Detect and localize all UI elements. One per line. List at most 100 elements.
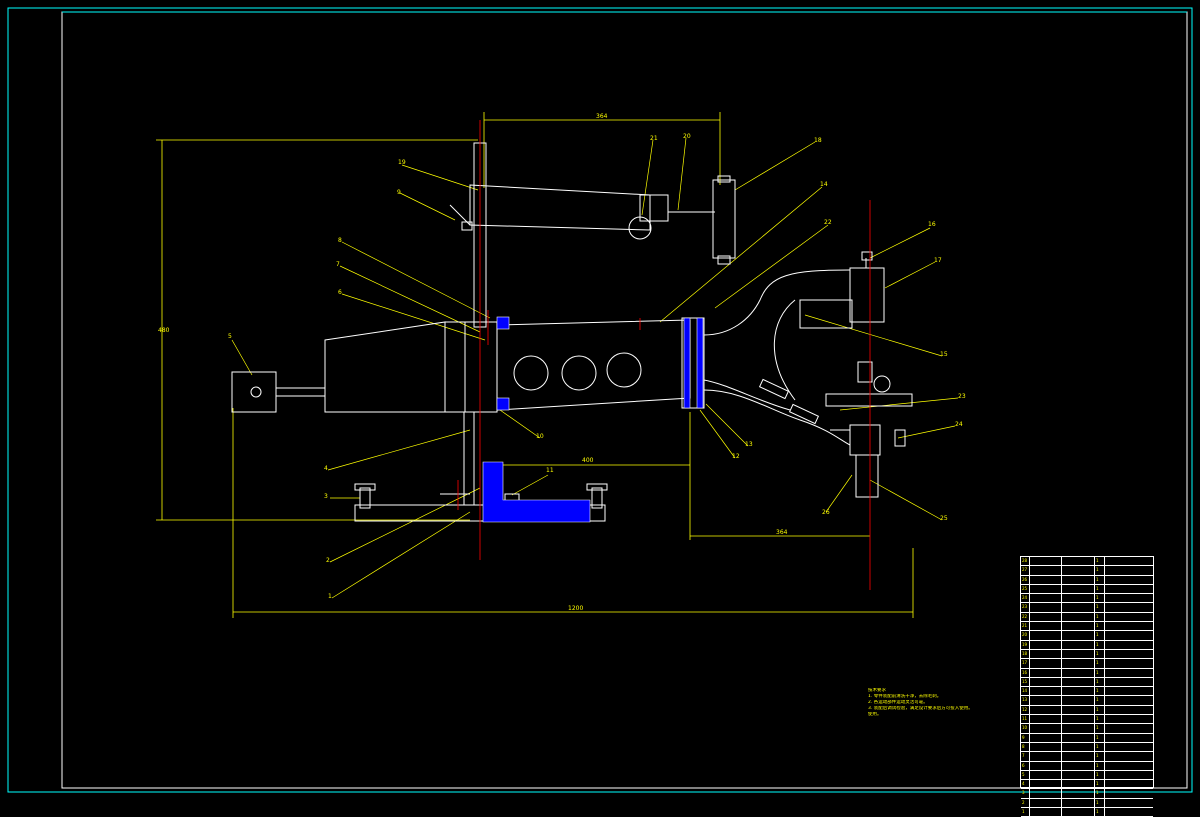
bom-cell: 1 — [1095, 761, 1105, 770]
callout-5: 5 — [228, 333, 232, 340]
bom-cell — [1030, 575, 1062, 584]
bom-cell — [1030, 761, 1062, 770]
callout-23: 23 — [958, 393, 966, 400]
bom-cell — [1105, 734, 1127, 742]
callout-4: 4 — [324, 465, 328, 472]
bom-cell: 4 — [1021, 780, 1030, 789]
callout-26: 26 — [822, 509, 830, 516]
callout-6: 6 — [338, 289, 342, 296]
bom-cell — [1030, 770, 1062, 780]
bom-cell: 1 — [1095, 668, 1105, 677]
bom-cell — [1062, 808, 1095, 817]
callout-20: 20 — [683, 133, 691, 140]
bom-cell — [1030, 780, 1062, 789]
callout-3: 3 — [324, 493, 328, 500]
outer-border — [7, 7, 1193, 793]
bom-cell: 1 — [1095, 752, 1105, 761]
bom-cell — [1105, 678, 1127, 686]
bom-cell: 1 — [1095, 575, 1105, 584]
bom-cell: 9 — [1021, 733, 1030, 742]
bom-cell — [1105, 752, 1127, 760]
bom-cell — [1062, 780, 1095, 789]
bom-cell — [1030, 584, 1062, 594]
bom-cell — [1105, 715, 1127, 723]
bom-cell: 1 — [1095, 808, 1105, 817]
cad-drawing — [7, 7, 1193, 793]
bom-cell — [1105, 696, 1127, 704]
bom-cell — [1062, 584, 1095, 594]
callout-14: 14 — [820, 181, 828, 188]
bom-cell: 1 — [1095, 594, 1105, 603]
bom-row: 10 1 — [1021, 724, 1153, 734]
bom-cell — [1062, 752, 1095, 761]
bom-cell — [1105, 743, 1127, 751]
bom-cell — [1062, 724, 1095, 733]
bom-cell — [1062, 575, 1095, 584]
bom-cell — [1030, 733, 1062, 742]
bom-cell — [1062, 770, 1095, 780]
bom-cell: 10 — [1021, 724, 1030, 733]
bom-cell — [1062, 668, 1095, 677]
bom-cell — [1030, 622, 1062, 631]
bom-cell — [1030, 612, 1062, 622]
bom-cell — [1030, 742, 1062, 752]
dim-bottom: 1200 — [568, 605, 584, 612]
callout-8: 8 — [338, 237, 342, 244]
callout-1: 1 — [328, 593, 332, 600]
bom-cell — [1030, 715, 1062, 724]
notes-line-2: 1. 零件装配前清洗干净，去除毛刺。 — [868, 694, 942, 699]
bom-cell — [1062, 705, 1095, 715]
leader-lines — [231, 137, 959, 599]
bom-cell — [1105, 557, 1127, 565]
bom-cell: 1 — [1095, 603, 1105, 612]
bom-cell: 21 — [1021, 622, 1030, 631]
bom-cell: 19 — [1021, 640, 1030, 649]
dim-middle: 400 — [582, 457, 594, 464]
bom-cell — [1030, 677, 1062, 687]
bom-cell: 26 — [1021, 575, 1030, 584]
bom-cell — [1105, 576, 1127, 584]
bom-cell: 6 — [1021, 761, 1030, 770]
callout-15: 15 — [940, 351, 948, 358]
bom-cell — [1062, 789, 1095, 798]
inner-border — [61, 11, 1188, 789]
callout-11: 11 — [546, 467, 554, 474]
bom-cell: 12 — [1021, 705, 1030, 715]
bom-cell — [1030, 603, 1062, 612]
bom-cell: 1 — [1095, 724, 1105, 733]
bom-cell: 1 — [1095, 677, 1105, 687]
bom-cell — [1030, 808, 1062, 817]
bom-cell: 1 — [1095, 770, 1105, 780]
bom-cell — [1105, 603, 1127, 611]
bom-cell — [1030, 631, 1062, 640]
bom-cell: 1 — [1095, 705, 1105, 715]
bom-cell: 22 — [1021, 612, 1030, 622]
notes-line-4: 3. 装配后调试检验，满足设计要求后方可投入使用。 — [868, 706, 973, 711]
bom-cell — [1062, 612, 1095, 622]
bom-cell: 1 — [1095, 640, 1105, 649]
bom-cell: 1 — [1095, 584, 1105, 594]
bom-cell — [1030, 789, 1062, 798]
bom-cell — [1105, 585, 1127, 593]
bom-cell: 1 — [1095, 622, 1105, 631]
bom-cell — [1062, 677, 1095, 687]
bom-cell: 17 — [1021, 659, 1030, 668]
bom-cell: 20 — [1021, 631, 1030, 640]
bom-cell — [1105, 808, 1127, 816]
bom-cell — [1062, 640, 1095, 649]
bom-cell — [1062, 566, 1095, 575]
callout-18: 18 — [814, 137, 822, 144]
bom-cell — [1062, 631, 1095, 640]
bom-cell: 1 — [1021, 808, 1030, 817]
bom-cell — [1105, 650, 1127, 658]
technical-notes: 技术要求 1. 零件装配前清洗干净，去除毛刺。 2. 各运动部件运动灵活可靠。 … — [868, 688, 978, 718]
bom-cell: 18 — [1021, 649, 1030, 659]
